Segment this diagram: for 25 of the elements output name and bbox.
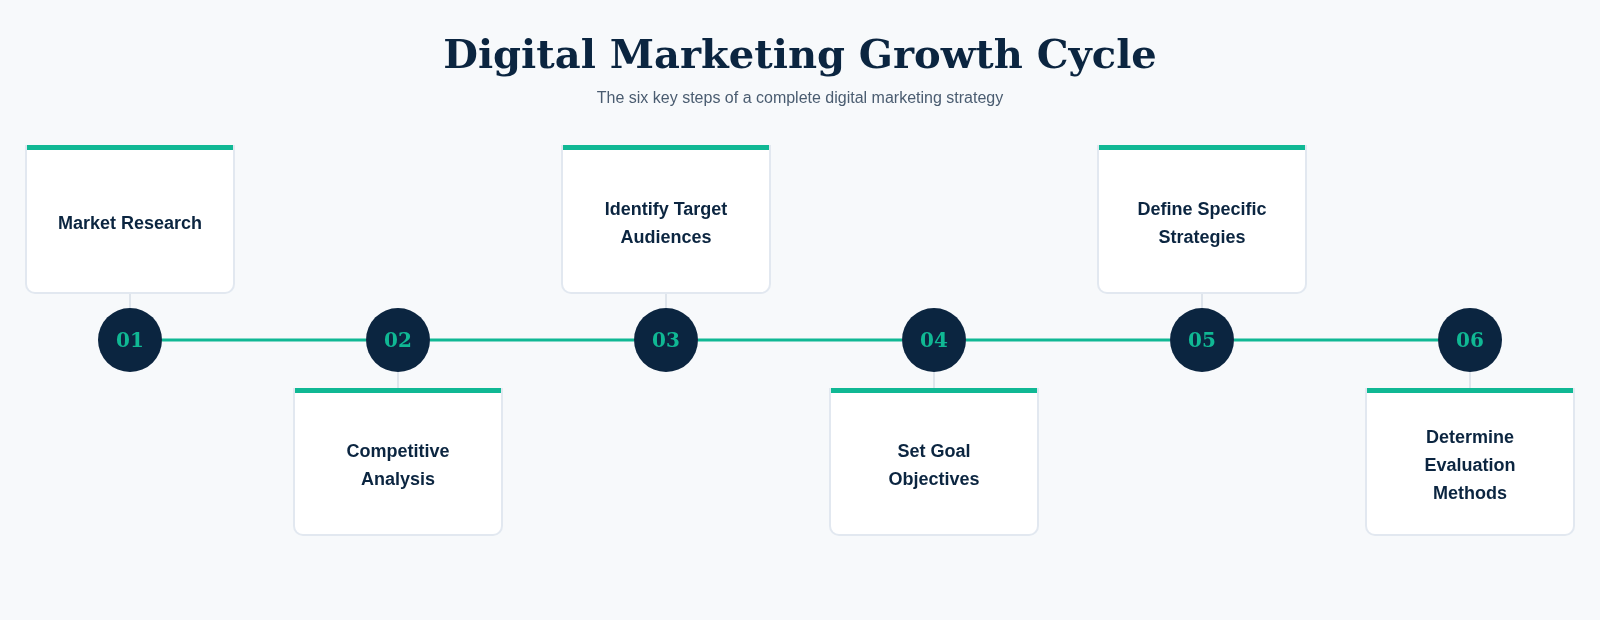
connector-line — [966, 338, 1170, 342]
step-label: Define Specific Strategies — [1136, 197, 1268, 249]
step-label: Market Research — [56, 211, 204, 235]
step-number-circle: 06 — [1438, 308, 1502, 372]
subtitle: The six key steps of a complete digital marketing strategy — [596, 89, 1004, 107]
step-card — [561, 145, 771, 294]
step-card — [829, 388, 1039, 536]
step-number-circle: 01 — [98, 308, 162, 372]
connector-line — [1234, 338, 1438, 342]
step-label: Determine Evaluation Methods — [1423, 426, 1517, 505]
step-label: Identify Target Audiences — [603, 197, 729, 249]
step-label: Set Goal Objectives — [887, 440, 981, 491]
step-card — [1365, 388, 1575, 536]
title: Digital Marketing Growth Cycle — [443, 30, 1157, 77]
step-card — [25, 145, 235, 294]
step-number-circle: 05 — [1170, 308, 1234, 372]
connector-line — [162, 338, 366, 342]
connector-line — [430, 338, 634, 342]
step-label: Competitive Analysis — [345, 440, 451, 491]
step-card — [1097, 145, 1307, 294]
step-number-circle: 04 — [902, 308, 966, 372]
step-card — [293, 388, 503, 536]
step-number-circle: 02 — [366, 308, 430, 372]
connector-line — [698, 338, 902, 342]
step-number-circle: 03 — [634, 308, 698, 372]
